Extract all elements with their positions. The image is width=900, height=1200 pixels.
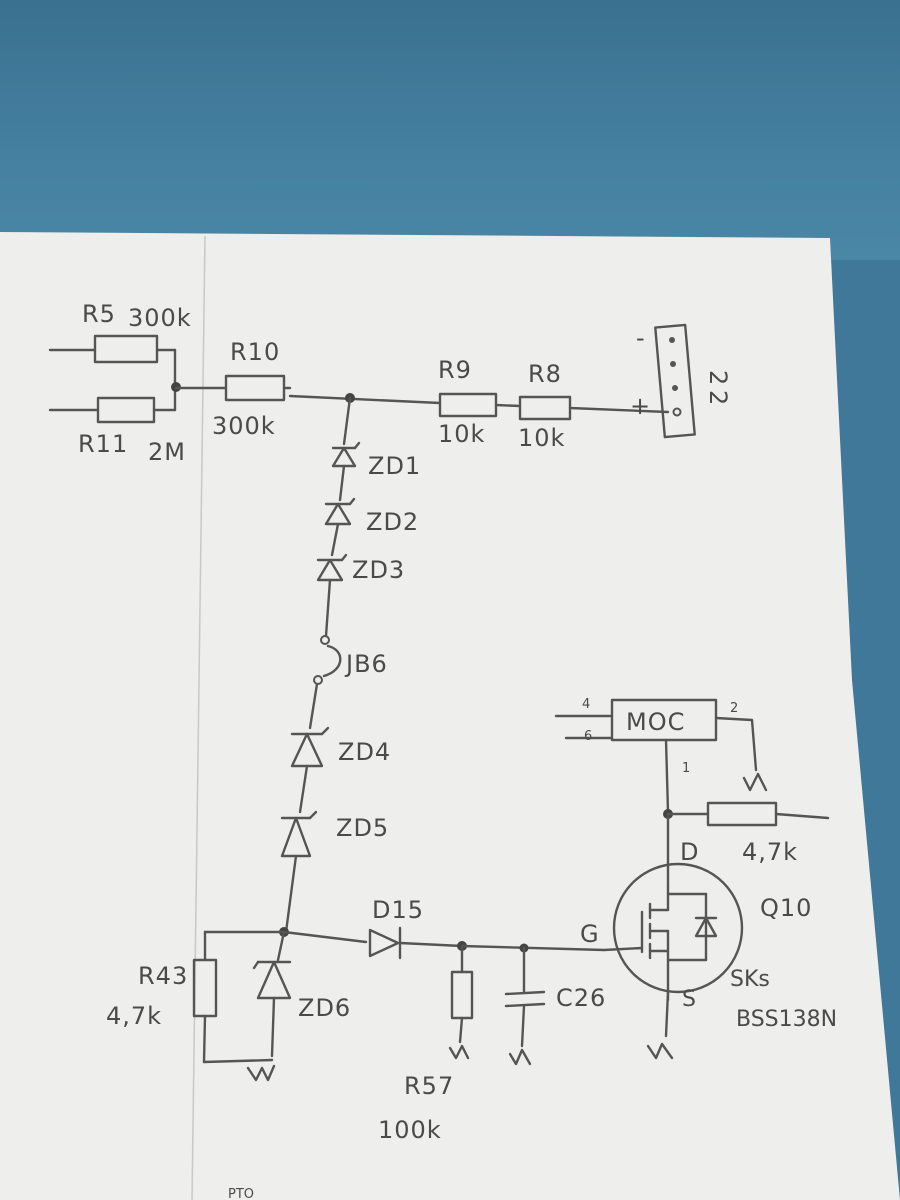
moc-label: MOC	[626, 708, 685, 736]
r-out-value: 4,7k	[742, 838, 798, 866]
diode-d15	[368, 926, 464, 960]
moc-pin-4: 4	[582, 697, 590, 712]
resistor-r8	[518, 395, 670, 421]
zener-zd3	[316, 553, 348, 638]
footer-text: PTO	[228, 1187, 254, 1200]
zener-zd1	[331, 441, 361, 502]
connector-label: 2	[704, 370, 732, 386]
r5-value: 300k	[128, 304, 192, 332]
r57-label: R57	[404, 1072, 454, 1100]
jb6-label: JB6	[344, 650, 388, 678]
wire-zd1-top	[342, 396, 352, 446]
q10-source: S	[682, 987, 696, 1012]
zener-zd5	[280, 810, 318, 934]
q10-gate: G	[580, 920, 600, 948]
zener-zd2	[324, 497, 356, 557]
ground-symbol	[246, 1064, 276, 1082]
r43-value: 4,7k	[106, 1002, 162, 1030]
r9-value: 10k	[438, 420, 485, 448]
jumper-jb6	[308, 635, 342, 730]
resistor-r57	[448, 944, 474, 1060]
mosfet-q10	[602, 862, 744, 1060]
c26-label: C26	[556, 984, 606, 1012]
zd2-label: ZD2	[366, 508, 419, 536]
zener-zd4	[290, 726, 330, 814]
r43-label: R43	[138, 962, 188, 990]
paper-fold	[191, 235, 206, 1200]
zd5-label: ZD5	[336, 814, 389, 842]
zd6-label: ZD6	[298, 994, 351, 1022]
moc-pin-2: 2	[730, 701, 738, 716]
resistor-r10	[174, 374, 292, 402]
connector-minus: -	[636, 324, 646, 352]
moc-pin-1: 1	[682, 761, 690, 776]
capacitor-c26	[504, 946, 546, 1066]
wire-top-bus	[288, 394, 442, 405]
background-surface	[0, 0, 900, 260]
q10-part: BSS138N	[736, 1007, 837, 1032]
r10-label: R10	[230, 338, 280, 366]
connector-label-2: 2	[704, 390, 732, 406]
resistor-r9	[438, 392, 522, 418]
wire-gnd-bottom	[202, 1058, 274, 1064]
q10-ref: Q10	[760, 894, 812, 922]
r5-label: R5	[82, 300, 116, 328]
zd3-label: ZD3	[352, 556, 405, 584]
connector-header	[654, 323, 696, 439]
resistor-r5	[48, 334, 177, 389]
r11-value: 2M	[148, 438, 186, 466]
wire-to-d15	[282, 930, 368, 944]
resistor-r43	[192, 930, 218, 1064]
connector-plus: +	[630, 392, 651, 420]
wire-to-gate	[460, 944, 606, 952]
r8-label: R8	[528, 360, 562, 388]
zener-zd6	[252, 930, 292, 1058]
d15-label: D15	[372, 896, 424, 924]
zd4-label: ZD4	[338, 738, 391, 766]
r10-value: 300k	[212, 412, 276, 440]
paper	[0, 232, 900, 1200]
r8-value: 10k	[518, 424, 565, 452]
r57-value: 100k	[378, 1116, 442, 1144]
q10-package: SKs	[730, 967, 770, 992]
zd1-label: ZD1	[368, 452, 421, 480]
resistor-r11	[48, 385, 177, 424]
resistor-out	[666, 801, 830, 827]
r9-label: R9	[438, 356, 472, 384]
optocoupler-moc	[554, 698, 768, 814]
q10-drain: D	[680, 838, 699, 866]
moc-pin-6: 6	[584, 729, 592, 744]
r11-label: R11	[78, 430, 128, 458]
